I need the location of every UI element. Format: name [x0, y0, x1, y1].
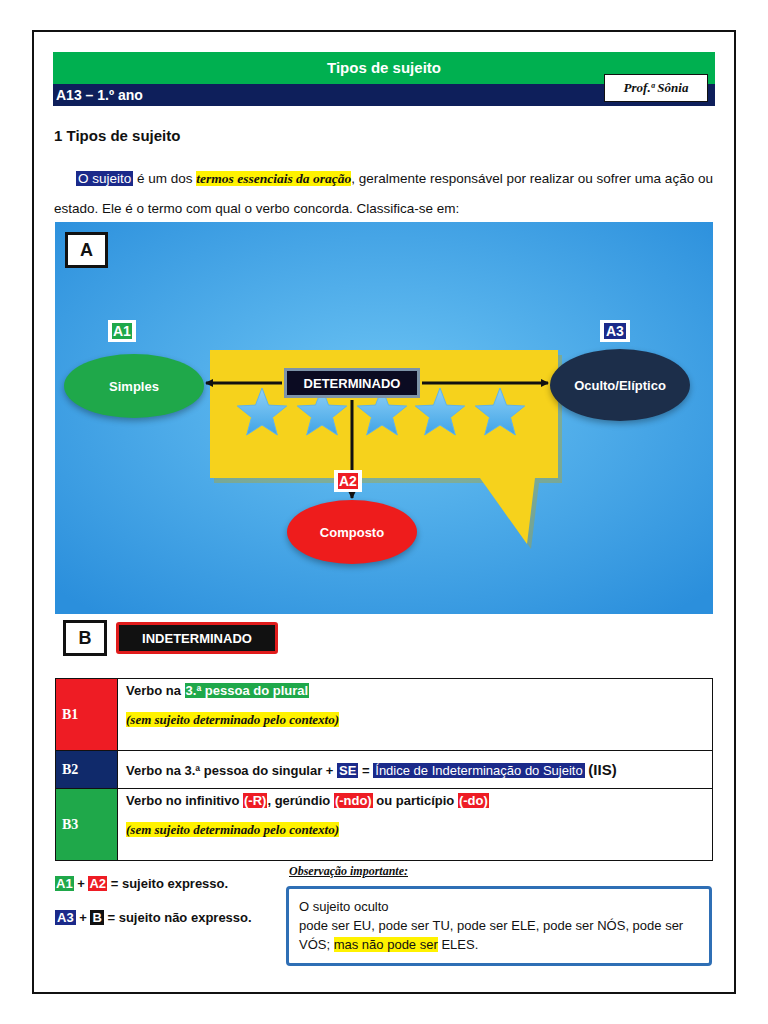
- cell-highlight: (-ndo): [334, 793, 373, 808]
- cell-text: =: [362, 763, 370, 778]
- author-box: Prof.ª Sônia: [604, 74, 708, 102]
- summary-text: +: [77, 876, 85, 891]
- summary-line: A3 + B = sujeito não expresso.: [55, 910, 252, 925]
- callout-text: A3: [604, 323, 626, 339]
- class-code: A13 – 1.º ano: [56, 84, 143, 106]
- node-label: Prof.ª Sônia: [624, 80, 689, 96]
- highlight-term: O sujeito: [76, 171, 133, 186]
- summary-tag: A1: [55, 876, 74, 891]
- type-ellipse: Simples: [64, 354, 204, 418]
- cell-highlight: Índice de Indeterminação do Sujeito: [373, 763, 584, 778]
- table-cell: B3: [56, 789, 118, 861]
- summary-tag: B: [90, 910, 103, 925]
- cell-note: (sem sujeito determinado pelo contexto): [126, 712, 339, 727]
- node-label: Composto: [320, 525, 384, 540]
- illustration-panel: [55, 222, 713, 614]
- note-text: ELES.: [441, 937, 478, 952]
- star-shape: [297, 388, 346, 435]
- note-text: pode ser EU, pode ser TU, pode ser ELE, …: [299, 918, 683, 952]
- summary-line: A1 + A2 = sujeito expresso.: [55, 876, 228, 891]
- table-cell: Verbo na 3.ª pessoa do singular + SE = Í…: [118, 751, 713, 789]
- callout-number: A3: [600, 320, 630, 342]
- highlight-term: termos essenciais da oração: [196, 171, 351, 186]
- star-shape: [357, 388, 406, 435]
- star-shape: [415, 388, 464, 435]
- cell-highlight: (-do): [458, 793, 489, 808]
- summary-text: = sujeito expresso.: [111, 876, 228, 891]
- node-label: A: [80, 240, 93, 261]
- star-shape: [475, 388, 524, 435]
- intro-paragraph: O sujeito é um dos termos essenciais da …: [54, 164, 714, 224]
- arrow-connector: [351, 400, 354, 498]
- cell-text: Verbo no infinitivo: [126, 793, 239, 808]
- table-cell: B2: [56, 751, 118, 789]
- type-ellipse: Composto: [287, 500, 417, 564]
- cell-text: Verbo na 3.ª pessoa do singular +: [126, 763, 333, 778]
- note-text: O sujeito oculto: [299, 899, 389, 914]
- note-heading: Observação importante:: [289, 862, 408, 881]
- cell-highlight: (-R): [243, 793, 267, 808]
- paragraph-text: é um dos: [137, 171, 193, 186]
- summary-text: = sujeito não expresso.: [107, 910, 251, 925]
- callout-text: A1: [112, 323, 132, 339]
- callout-number: A2: [334, 470, 362, 492]
- node-label: DETERMINADO: [304, 376, 401, 391]
- node-label: B: [79, 628, 92, 649]
- indeterminate-table: B1 Verbo na 3.ª pessoa do plural (sem suj…: [55, 678, 713, 861]
- callout-text: A2: [338, 473, 358, 489]
- section-letter-box: A: [65, 232, 108, 268]
- cell-text: , gerúndio: [267, 793, 330, 808]
- summary-tag: A2: [88, 876, 107, 891]
- cell-text: Verbo na: [126, 683, 181, 698]
- page-title: Tipos de sujeito: [53, 52, 715, 84]
- cell-text: ou particípio: [376, 793, 454, 808]
- star-shape: [237, 388, 286, 435]
- callout-number: A1: [108, 320, 136, 342]
- note-highlight: mas não pode ser: [334, 937, 438, 952]
- type-ellipse: Oculto/Elíptico: [550, 349, 690, 421]
- arrow-connector: [422, 382, 548, 385]
- category-box: INDETERMINADO: [116, 622, 278, 654]
- node-label: Simples: [109, 379, 159, 394]
- cell-highlight: SE: [337, 763, 358, 778]
- node-label: INDETERMINADO: [142, 631, 252, 646]
- table-cell: Verbo na 3.ª pessoa do plural (sem sujeit…: [118, 679, 713, 751]
- node-label: Oculto/Elíptico: [574, 378, 666, 393]
- summary-text: +: [79, 910, 87, 925]
- cell-note: (sem sujeito determinado pelo contexto): [126, 822, 339, 837]
- cell-highlight: 3.ª pessoa do plural: [185, 683, 310, 698]
- category-box: DETERMINADO: [284, 368, 420, 398]
- table-cell: B1: [56, 679, 118, 751]
- subtitle-bar: [53, 84, 715, 106]
- summary-tag: A3: [55, 910, 76, 925]
- arrow-connector: [206, 382, 282, 385]
- cell-text: (IIS): [588, 761, 616, 778]
- section-letter-box: B: [63, 620, 107, 656]
- note-box: Observação importante:O sujeito ocultopo…: [286, 886, 712, 966]
- table-cell: Verbo no infinitivo (-R), gerúndio (-ndo…: [118, 789, 713, 861]
- section-heading: 1 Tipos de sujeito: [54, 127, 180, 144]
